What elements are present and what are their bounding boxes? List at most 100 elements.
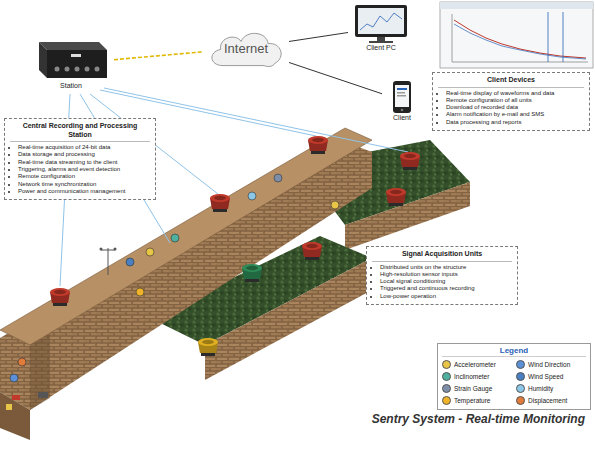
acquisition-unit xyxy=(210,194,230,212)
legend-text: Strain Gauge xyxy=(454,385,492,392)
sensor-icon xyxy=(126,258,134,266)
legend-text: Accelerometer xyxy=(454,361,496,368)
legend-item: Inclinometer xyxy=(442,372,512,381)
acquisition-unit xyxy=(400,152,420,170)
recorder-icon xyxy=(33,38,109,82)
legend-text: Inclinometer xyxy=(454,373,489,380)
chart-screenshot xyxy=(440,2,593,68)
sensor-icon xyxy=(146,248,154,256)
acquisition-unit xyxy=(198,338,218,356)
panel-heading: Client Devices xyxy=(438,76,584,88)
node-label: Internet xyxy=(224,41,268,56)
bullet-text: Power and communication management xyxy=(18,188,150,195)
bullet-text: Distributed units on the structure xyxy=(380,264,512,271)
node-label: Client PC xyxy=(350,44,412,51)
node-label: Station xyxy=(30,82,112,89)
legend-box: LegendAccelerometer Wind DirectionInclino… xyxy=(437,343,591,410)
wall-end xyxy=(0,392,30,440)
chart-series xyxy=(454,24,586,59)
bullet-text: Alarm notification by e-mail and SMS xyxy=(446,111,584,118)
bullet-text: Data storage and processing xyxy=(18,151,150,158)
client-phone: Client xyxy=(384,80,420,121)
legend-text: Temperature xyxy=(454,397,491,404)
legend-swatch xyxy=(516,360,525,369)
recording-station: Station xyxy=(30,38,112,89)
legend-swatch xyxy=(442,372,451,381)
sensor-icon xyxy=(136,288,144,296)
bullet-text: Real-time acquisition of 24-bit data xyxy=(18,144,150,151)
anemometer xyxy=(114,248,117,251)
sensor-icon xyxy=(274,174,282,182)
legend-grid: Accelerometer Wind DirectionInclinometer W… xyxy=(442,360,586,405)
mast-arm xyxy=(101,250,115,251)
acquisition-unit xyxy=(242,264,262,282)
network-link xyxy=(289,62,382,93)
acquisition-unit xyxy=(302,242,322,260)
chart-frame xyxy=(440,2,593,68)
legend-item: Strain Gauge xyxy=(442,384,512,393)
legend-swatch xyxy=(442,396,451,405)
bullet-text: Real-time data streaming to the client xyxy=(18,159,150,166)
legend-item: Humidity xyxy=(516,384,586,393)
box-symbol xyxy=(38,392,48,398)
mast xyxy=(108,248,109,275)
anemometer xyxy=(100,248,103,251)
small-symbols xyxy=(6,392,48,410)
bullet-text: High-resolution sensor inputs xyxy=(380,271,512,278)
legend-swatch xyxy=(516,372,525,381)
legend-item: Wind Direction xyxy=(516,360,586,369)
bullet-text: Local signal conditioning xyxy=(380,278,512,285)
weather-station xyxy=(100,248,117,276)
bullet-text: Low-power operation xyxy=(380,293,512,300)
legend-text: Wind Speed xyxy=(528,373,563,380)
legend-item: Wind Speed xyxy=(516,372,586,381)
legend-swatch xyxy=(516,396,525,405)
sensor-icon xyxy=(171,234,179,242)
sensor-icon xyxy=(331,201,339,209)
network-link xyxy=(289,33,348,42)
sensor-icon xyxy=(10,374,18,382)
node-label: Client xyxy=(384,114,420,121)
panel-heading: Central Recording and Processing Station xyxy=(10,122,150,142)
chart-axis xyxy=(452,14,453,62)
legend-item: Accelerometer xyxy=(442,360,512,369)
sensor-icon xyxy=(248,192,256,200)
panel-heading: Signal Acquisition Units xyxy=(372,250,512,262)
chart-cursor xyxy=(548,12,549,62)
acquisition-unit xyxy=(308,136,328,154)
legend-swatch xyxy=(442,384,451,393)
sensor-icons xyxy=(10,174,339,382)
caption-text: Sentry System - Real-time Monitoring xyxy=(372,412,585,426)
legend-swatch xyxy=(516,384,525,393)
legend-text: Displacement xyxy=(528,397,567,404)
info-panel: Signal Acquisition UnitsDistributed unit… xyxy=(366,246,518,305)
monitor-icon xyxy=(353,4,409,44)
bullet-text: Triggered and continuous recording xyxy=(380,285,512,292)
chart-series xyxy=(454,20,586,58)
legend-heading: Legend xyxy=(442,346,586,357)
bullet-text: Remote configuration of all units xyxy=(446,97,584,104)
client-pc: Client PC xyxy=(350,4,412,51)
sensor-icon xyxy=(18,358,26,366)
wall-crest xyxy=(0,128,372,345)
bullet-text: Download of recorded data xyxy=(446,104,584,111)
bullet-text: Network time synchronization xyxy=(18,181,150,188)
bullet-text: Data processing and reports xyxy=(446,119,584,126)
acquisition-unit xyxy=(50,288,70,306)
info-panel: Central Recording and Processing Station… xyxy=(4,118,156,200)
bullet-text: Real-time display of waveforms and data xyxy=(446,90,584,97)
bullet-text: Triggering, alarms and event detection xyxy=(18,166,150,173)
internet-cloud: Internet xyxy=(205,26,287,70)
wall-shadow xyxy=(30,334,50,410)
chart-axis xyxy=(452,62,588,63)
network-link xyxy=(114,52,203,60)
chart-title-bar xyxy=(440,2,593,9)
bullet-text: Remote configuration xyxy=(18,173,150,180)
phone-icon xyxy=(392,80,412,114)
legend-text: Wind Direction xyxy=(528,361,570,368)
box-symbol xyxy=(6,404,12,410)
info-panel: Client DevicesReal-time display of wavef… xyxy=(432,72,590,131)
legend-text: Humidity xyxy=(528,385,553,392)
acquisition-unit xyxy=(386,188,406,206)
